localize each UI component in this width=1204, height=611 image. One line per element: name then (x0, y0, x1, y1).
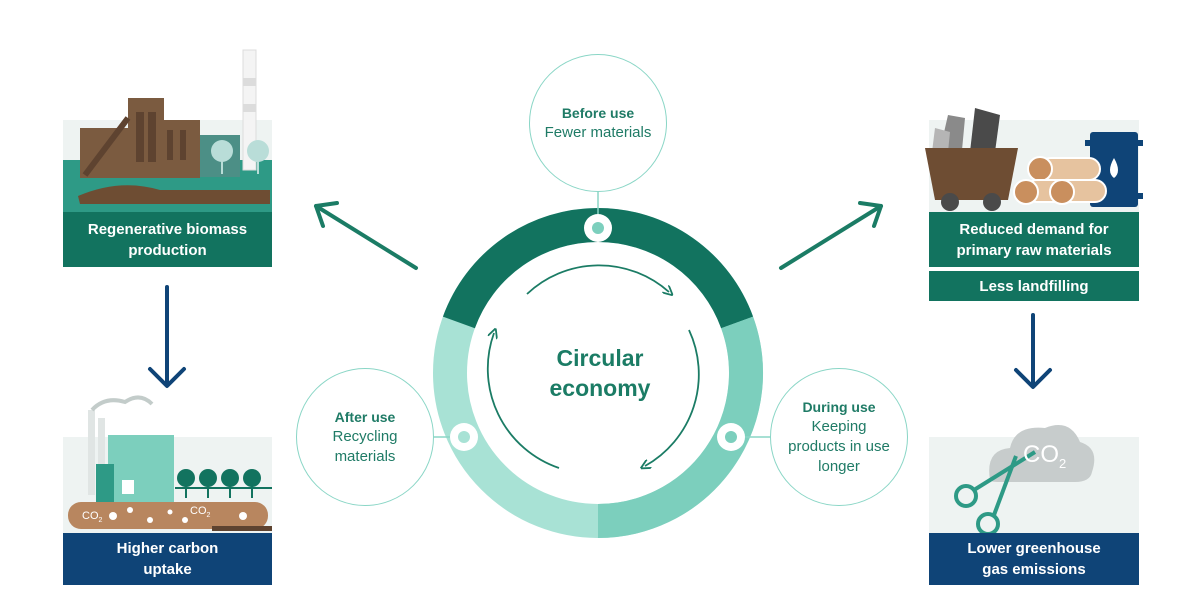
co2-cloud-label: CO2 (1023, 441, 1067, 471)
arrow-to-raw-materials (779, 204, 883, 270)
circular-ring (430, 190, 772, 538)
co2-soil-label-2: CO2 (190, 505, 211, 520)
ghg-emissions-illustration (929, 425, 1139, 536)
label-lower-ghg-emissions: Lower greenhouse gas emissions (929, 533, 1139, 585)
cycle-arrow-left (486, 333, 560, 469)
outcome-arrows (148, 201, 1052, 389)
after-use-title: After use (334, 409, 396, 425)
cycle-arrow-right (645, 329, 700, 466)
bubble-before-use: Before use Fewer materials (529, 54, 667, 192)
raw-materials-illustration (925, 108, 1143, 212)
before-use-title: Before use (561, 105, 635, 121)
cycle-arrow-top (526, 264, 669, 294)
co2-soil-label-1: CO2 (82, 510, 103, 525)
label-higher-carbon-uptake: Higher carbon uptake (63, 533, 272, 585)
cycle-arrows (486, 264, 700, 469)
label-less-landfilling: Less landfilling (929, 271, 1139, 301)
label-reduced-raw-materials: Reduced demand for primary raw materials (929, 212, 1139, 267)
before-use-text: Fewer materials (544, 124, 652, 141)
bubble-during-use: During use Keeping products in use longe… (770, 368, 908, 506)
biomass-factory-illustration (63, 49, 272, 212)
carbon-uptake-illustration (63, 395, 272, 533)
center-title: Circular economy (549, 345, 651, 401)
during-use-title: During use (802, 399, 876, 415)
co2-cloud (989, 425, 1095, 482)
label-biomass-production: Regenerative biomass production (63, 212, 272, 267)
arrow-to-biomass (314, 204, 418, 270)
ring-during-segment (597, 316, 763, 538)
bubble-after-use: After use Recycling materials (296, 368, 434, 506)
